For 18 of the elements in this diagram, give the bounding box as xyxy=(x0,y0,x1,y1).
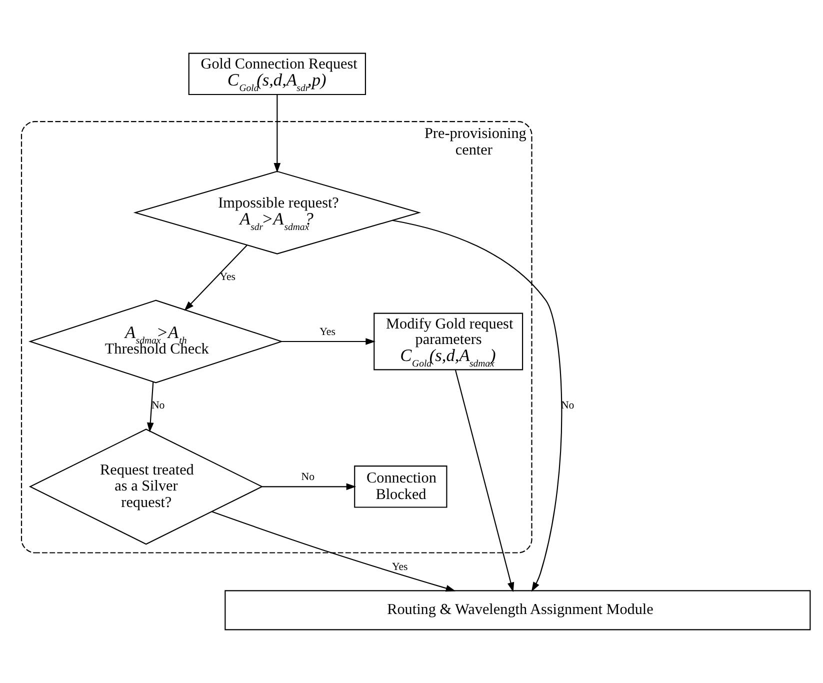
arrow xyxy=(274,94,281,173)
node-box: Gold Connection Request C$_{Gold}$(s,d,A$_{sdr}$,p) xyxy=(188,52,366,96)
arrow xyxy=(282,338,376,345)
edge-label: Yes xyxy=(392,561,408,574)
arrow xyxy=(392,220,562,592)
edge-label: Yes xyxy=(220,270,236,283)
arrow xyxy=(454,370,514,592)
arrow xyxy=(212,511,456,592)
node-box: Routing & Wavelength Assignment Module xyxy=(224,590,811,630)
arrow xyxy=(146,382,154,432)
node-diamond: Request treated as a Silver request? xyxy=(28,428,264,545)
node-box: Modify Gold request parameters C$_{Gold}$(s,d,A$_{sdmax}$) xyxy=(374,312,524,370)
node-diamond: Impossible request? A$_{sdr}$>A$_{sdmax}$? xyxy=(133,170,422,254)
edge-label: Yes xyxy=(320,326,336,338)
arrow xyxy=(262,483,356,490)
arrow xyxy=(184,244,248,311)
edge-label: No xyxy=(301,471,315,484)
node-box: Connection Blocked xyxy=(354,466,448,508)
